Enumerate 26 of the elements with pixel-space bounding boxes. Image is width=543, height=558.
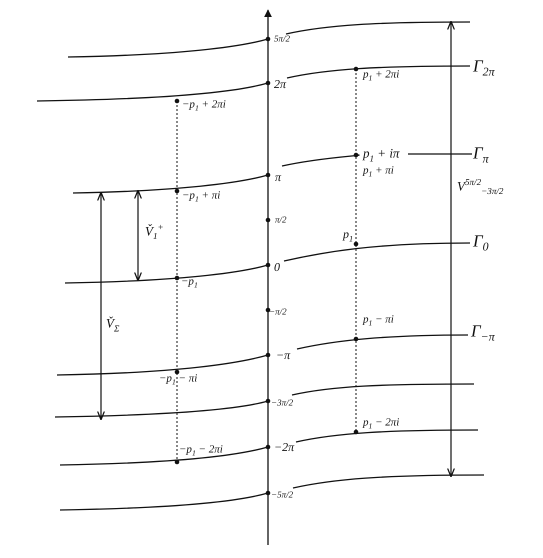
math-label: Γ$_{π}$	[472, 144, 490, 166]
math-label: Γ$_{2π}$	[472, 57, 496, 79]
math-label: p$_{1}$	[342, 228, 354, 244]
math-label: −p$_{1}$ + 2πi	[181, 100, 227, 112]
math-label: −p$_{1}$ − 2πi	[178, 444, 224, 458]
math-label: −2π	[273, 441, 296, 453]
math-label: 0	[273, 261, 281, 273]
math-label: −π/2	[268, 308, 288, 316]
math-label: V̌$_{Σ}$	[105, 316, 120, 334]
math-label: Γ$_{−π}$	[470, 322, 496, 344]
math-label: p$_{1}$ + 2πi	[362, 70, 400, 82]
math-label: −p$_{1}$ − πi	[158, 374, 198, 386]
math-label: p$_{1}$ − 2πi	[362, 418, 400, 430]
math-label: 5π/2	[273, 34, 292, 44]
math-label: π	[274, 171, 282, 183]
math-label: −p$_{1}$ + πi	[181, 190, 222, 204]
math-label: p$_{1}$ + πi	[362, 166, 395, 178]
math-label: p$_{1}$ − πi	[362, 314, 395, 328]
math-label: −5π/2	[270, 490, 294, 500]
math-label: −π	[275, 349, 292, 361]
math-label: π/2	[274, 216, 288, 224]
math-label: −3π/2	[270, 398, 294, 408]
math-label: p$_{1}$ + iπ	[362, 146, 400, 164]
math-label: Γ$_{0}$	[472, 232, 490, 254]
math-label: 2π	[273, 78, 288, 90]
math-label: −p$_{1}$	[180, 276, 199, 290]
